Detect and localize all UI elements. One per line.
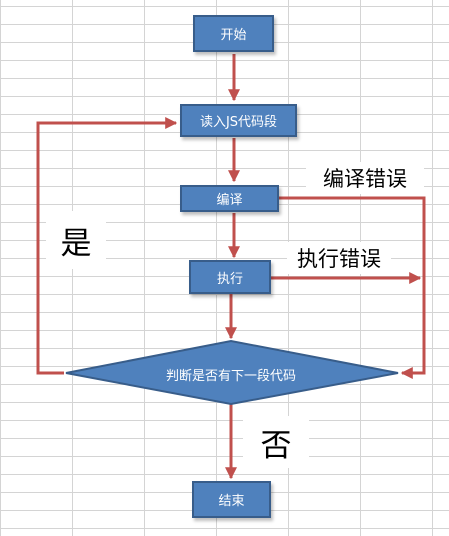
compile-error-label: 编译错误 — [306, 162, 424, 194]
start-node: 开始 — [193, 15, 274, 52]
execute-node: 执行 — [189, 260, 271, 294]
compile-node: 编译 — [180, 185, 279, 212]
arrow-compile-error — [279, 196, 426, 379]
yes-label: 是 — [46, 211, 106, 269]
read-code-node: 读入JS代码段 — [180, 104, 297, 137]
no-label: 否 — [243, 416, 309, 468]
decision-diamond — [65, 339, 399, 406]
runtime-error-label: 执行错误 — [287, 242, 391, 274]
end-node: 结束 — [192, 481, 271, 518]
arrow-loop-yes — [36, 117, 178, 375]
decision-label: 判断是否有下一段代码 — [165, 368, 296, 384]
